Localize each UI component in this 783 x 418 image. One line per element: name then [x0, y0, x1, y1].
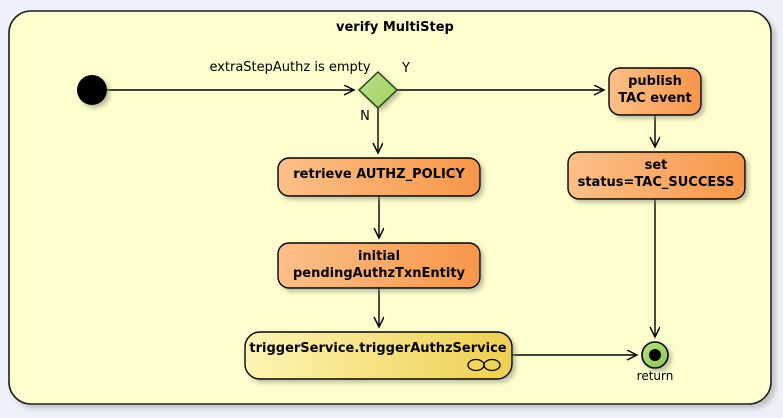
- action-retrieve-authz-policy[interactable]: [277, 157, 481, 197]
- edge-label-yes: Y: [402, 61, 410, 76]
- action-label-retrieve-authz-policy: retrieve AUTHZ_POLICY: [293, 167, 465, 182]
- edge-label-extra-step-authz: extraStepAuthz is empty: [209, 60, 371, 75]
- call-behavior-trigger-service[interactable]: [244, 331, 513, 380]
- action-label-initial-line1: initial: [357, 249, 401, 264]
- frame-rect: [8, 10, 772, 405]
- end-node-return: [641, 341, 669, 369]
- action-label-set-status-line1: set: [644, 158, 668, 173]
- call-behavior-rake-icon: [467, 358, 501, 372]
- action-publish-tac-event[interactable]: [608, 67, 702, 116]
- activity-frame: [8, 10, 772, 405]
- end-node-core: [649, 349, 661, 361]
- edge-label-no: N: [360, 109, 370, 124]
- action-label-set-status-line2: status=TAC_SUCCESS: [577, 175, 735, 190]
- action-set-status[interactable]: [567, 151, 746, 200]
- action-initial-pending-authz-txn-entity[interactable]: [277, 242, 481, 289]
- end-node-label: return: [636, 369, 674, 383]
- start-node: [77, 75, 107, 105]
- node-layer: [77, 67, 746, 380]
- action-label-publish-tac-event-line1: publish: [628, 74, 682, 89]
- call-behavior-label-trigger-service: triggerService.triggerAuthzService: [249, 341, 507, 356]
- decision-node[interactable]: [357, 71, 399, 109]
- action-label-initial-line2: pendingAuthzTxnEntity: [292, 266, 466, 281]
- action-label-publish-tac-event-line2: TAC event: [618, 91, 692, 106]
- page-title: verify MultiStep: [336, 20, 454, 35]
- edge-layer: [107, 90, 655, 355]
